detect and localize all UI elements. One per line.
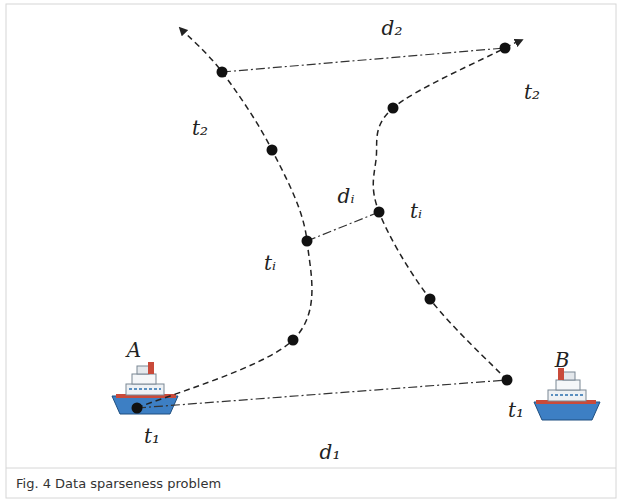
distance-line (307, 212, 379, 241)
time-label: tᵢ (410, 200, 422, 222)
caption-rule (6, 468, 616, 469)
distance-label: d₁ (320, 441, 341, 463)
ship-a (112, 362, 178, 414)
trajectory-a (137, 28, 312, 408)
sample-points (132, 43, 513, 414)
time-label: t₁ (144, 425, 160, 447)
ship-b (534, 368, 600, 420)
trajectory-b (373, 40, 522, 380)
figure-frame (6, 4, 616, 498)
time-label: tᵢ (264, 252, 276, 274)
time-label: t₂ (192, 117, 208, 139)
ship-label: B (555, 349, 570, 371)
figure-caption: Fig. 4 Data sparseness problem (16, 476, 221, 491)
time-label: t₂ (524, 81, 540, 103)
distance-label: d₂ (382, 17, 403, 39)
distance-line (137, 380, 507, 408)
ship-label: A (127, 339, 141, 361)
time-label: t₁ (508, 399, 524, 421)
distance-label: dᵢ (338, 185, 355, 207)
